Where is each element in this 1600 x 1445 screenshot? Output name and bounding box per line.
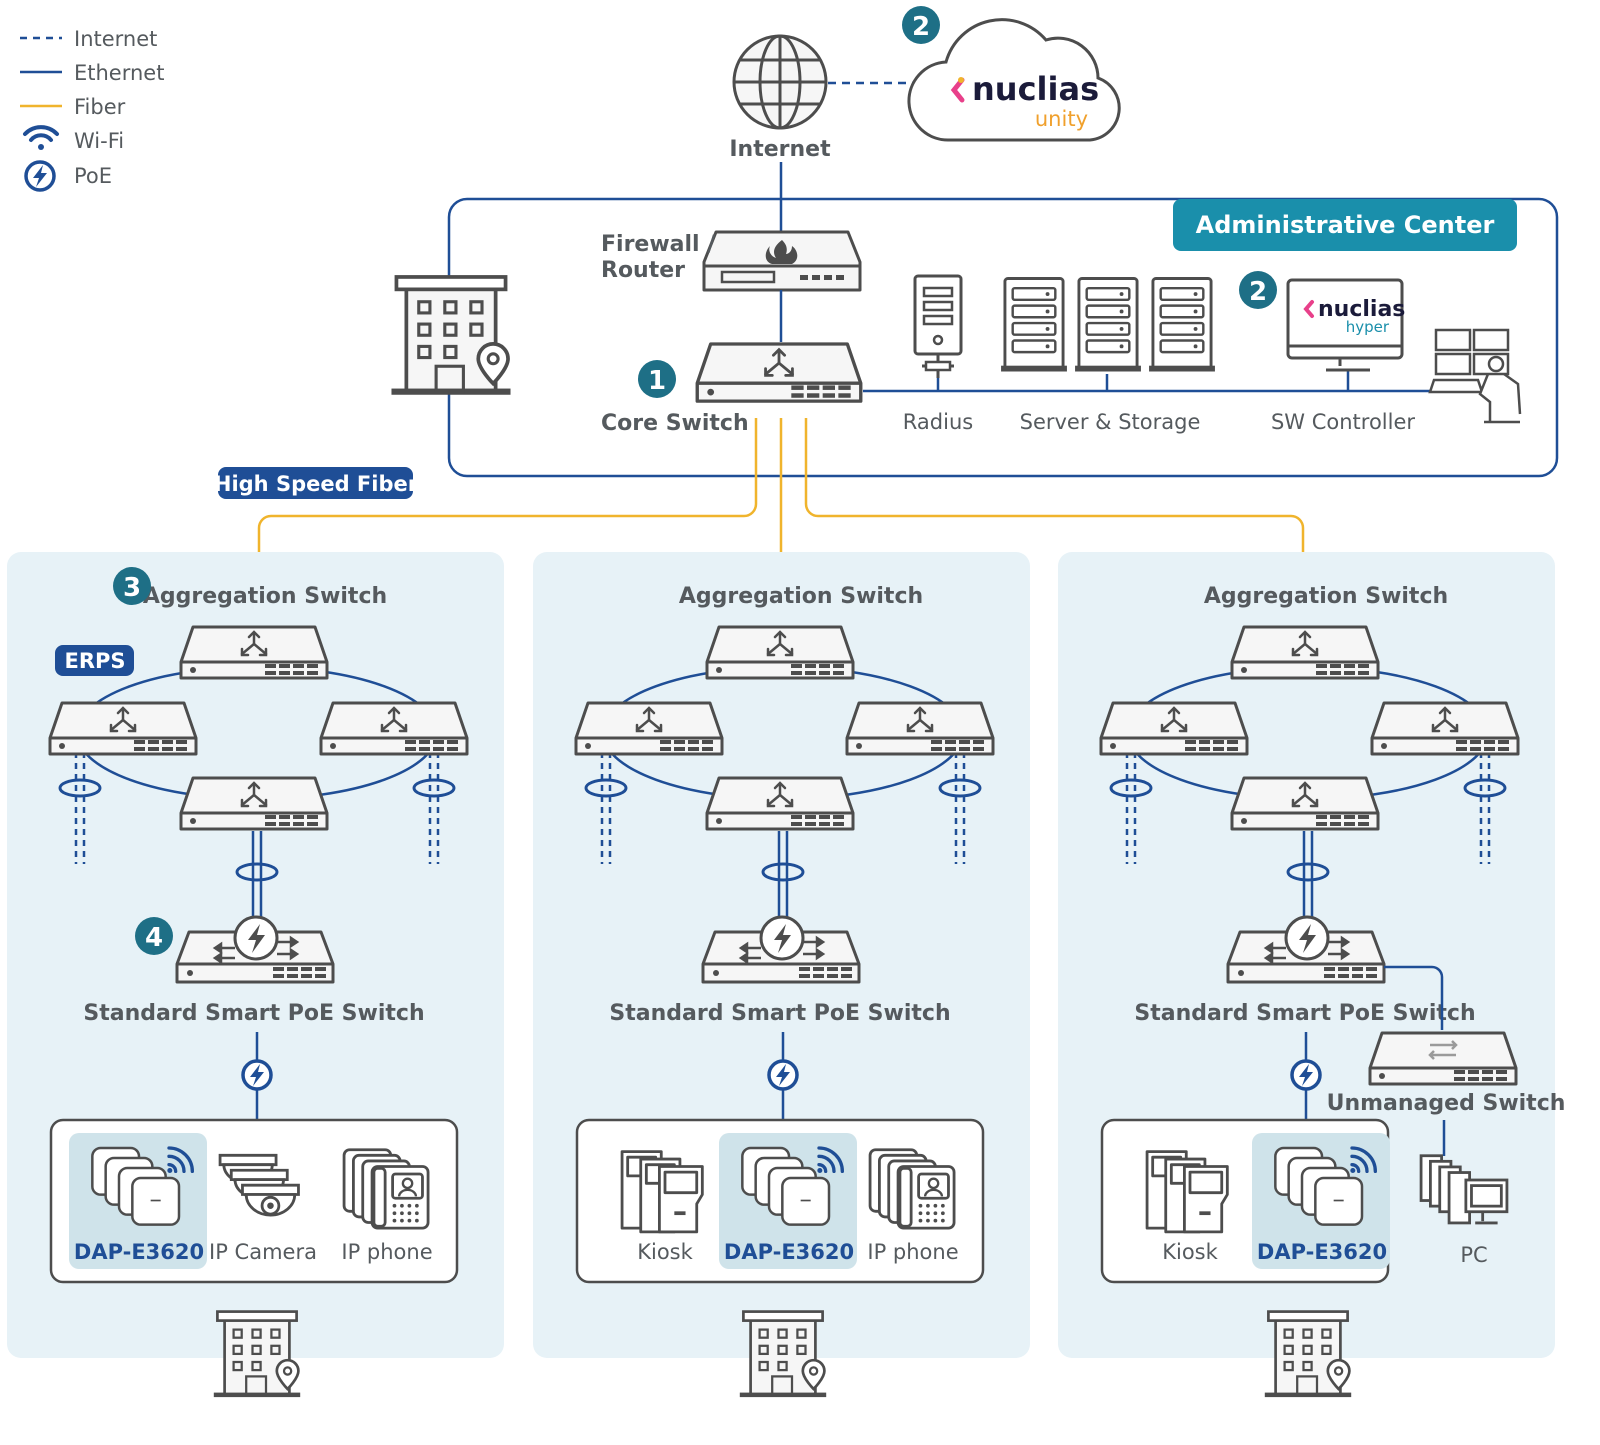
- wifi-icon: [23, 125, 59, 150]
- aggregation-switch-bottom: [1230, 776, 1380, 831]
- device-label: IP phone: [341, 1240, 432, 1264]
- badge-3-aggregation: [113, 567, 151, 605]
- sw-controller-label: SW Controller: [1271, 410, 1415, 434]
- nuclias-cloud-icon: nuclias unity: [907, 18, 1121, 142]
- hyper-brand: nuclias: [1318, 297, 1405, 322]
- admin-center-tab: [1173, 199, 1517, 251]
- aggregation-switch-bottom: [705, 776, 855, 831]
- aggregation-switch-bottom: [179, 776, 329, 831]
- operator-workstation-icon: [1428, 328, 1522, 424]
- poe-switch-label: Standard Smart PoE Switch: [1134, 1001, 1475, 1026]
- badge-2-cloud-text: 2: [912, 12, 930, 42]
- cloud-brand: nuclias: [972, 70, 1099, 108]
- aggregation-switch-left: [48, 701, 198, 756]
- trunk-link: [1302, 831, 1314, 922]
- device-label: DAP-E3620: [1257, 1240, 1387, 1264]
- server-icon-2: [1073, 277, 1143, 373]
- server-icon-1: [999, 277, 1069, 373]
- side-uplink: [1125, 752, 1137, 864]
- server-icon-3: [1147, 277, 1217, 373]
- aggregation-switch-label: Aggregation Switch: [1204, 584, 1448, 609]
- site-building-icon: [1263, 1310, 1353, 1399]
- side-uplink: [428, 752, 440, 864]
- legend: Internet Ethernet Fiber Wi-Fi PoE: [20, 27, 164, 192]
- core-switch-icon: [695, 342, 863, 403]
- legend-poe-label: PoE: [74, 164, 112, 188]
- firewall-label-line2: Router: [601, 258, 685, 283]
- site-building-icon: [738, 1310, 828, 1399]
- internet-globe-icon: [732, 34, 828, 130]
- legend-fiber-label: Fiber: [74, 95, 126, 119]
- badge-2-cloud: [902, 6, 940, 44]
- unmanaged-switch-label: Unmanaged Switch: [1327, 1091, 1566, 1116]
- aggregation-switch-top: [1230, 625, 1380, 680]
- pc-label: PC: [1460, 1243, 1487, 1267]
- badge-4-poe: [135, 917, 173, 955]
- aggregation-switch-left: [574, 701, 724, 756]
- badge-1-core: [638, 360, 676, 398]
- device-label: Kiosk: [637, 1240, 693, 1264]
- badge-1-core-text: 1: [648, 366, 666, 396]
- high-speed-fiber-label: High Speed Fiber: [214, 472, 419, 496]
- legend-wifi-label: Wi-Fi: [74, 129, 124, 153]
- internet-label: Internet: [729, 137, 831, 162]
- sw-controller-monitor-icon: nuclias hyper: [1286, 278, 1405, 372]
- unmanaged-switch-icon: [1368, 1031, 1518, 1086]
- unmanaged-link: [1384, 965, 1444, 1030]
- firewall-label-line1: Firewall /: [601, 232, 716, 257]
- radius-label: Radius: [903, 410, 973, 434]
- hq-building-icon: [389, 274, 513, 397]
- badge-2-hyper-text: 2: [1249, 277, 1267, 307]
- high-speed-fiber-pill: [218, 467, 413, 499]
- poe-icon: [241, 1059, 273, 1091]
- aggregation-switch-top: [705, 625, 855, 680]
- aggregation-switch-right: [319, 701, 469, 756]
- cloud-sub: unity: [1035, 107, 1088, 131]
- device-label: Kiosk: [1162, 1240, 1218, 1264]
- fiber-links: [257, 418, 1305, 552]
- aggregation-switch-right: [1370, 701, 1520, 756]
- device-label: DAP-E3620: [724, 1240, 854, 1264]
- trunk-link: [251, 831, 263, 922]
- side-uplink: [74, 752, 86, 864]
- device-label: IP phone: [867, 1240, 958, 1264]
- poe-icon: [767, 1059, 799, 1091]
- device-label: DAP-E3620: [74, 1240, 204, 1264]
- firewall-router-icon: [702, 230, 862, 292]
- admin-center-title: Administrative Center: [1196, 211, 1495, 239]
- hyper-sub: hyper: [1346, 318, 1390, 336]
- legend-ethernet-label: Ethernet: [74, 61, 164, 85]
- aggregation-switch-label: Aggregation Switch: [143, 584, 387, 609]
- core-switch-label: Core Switch: [601, 411, 749, 436]
- poe-switch-label: Standard Smart PoE Switch: [83, 1001, 424, 1026]
- aggregation-switch-right: [845, 701, 995, 756]
- poe-switch-label: Standard Smart PoE Switch: [609, 1001, 950, 1026]
- device-label: IP Camera: [209, 1240, 317, 1264]
- trunk-link: [777, 831, 789, 922]
- badge-4-text: 4: [145, 923, 163, 953]
- badge-2-hyper: [1239, 271, 1277, 309]
- poe-icon: [1290, 1059, 1322, 1091]
- site-building-icon: [212, 1310, 302, 1399]
- side-uplink: [600, 752, 612, 864]
- aggregation-switch-top: [179, 625, 329, 680]
- side-uplink: [954, 752, 966, 864]
- side-uplink: [1479, 752, 1491, 864]
- poe-icon: [24, 160, 56, 192]
- aggregation-switch-label: Aggregation Switch: [679, 584, 923, 609]
- badge-3-text: 3: [123, 573, 141, 603]
- server-storage-label: Server & Storage: [1020, 410, 1201, 434]
- legend-internet-label: Internet: [74, 27, 157, 51]
- erps-label: ERPS: [64, 649, 125, 673]
- erps-pill: [55, 645, 134, 676]
- aggregation-switch-left: [1099, 701, 1249, 756]
- radius-server-icon: [913, 274, 963, 378]
